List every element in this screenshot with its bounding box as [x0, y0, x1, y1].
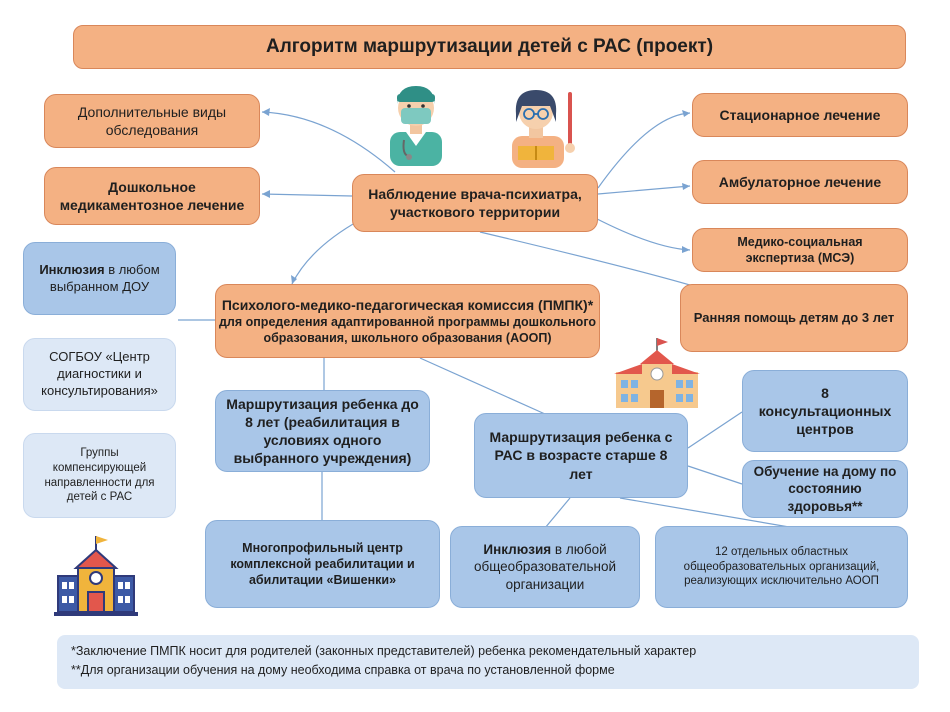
connector-over8-home [687, 465, 743, 485]
connector-center-additional [261, 111, 396, 173]
connector-center-preschool [261, 193, 353, 197]
connector-over8-inclusion [544, 497, 571, 529]
box-inpatient: Стационарное лечение [692, 93, 908, 137]
kindergarten-building-icon [54, 536, 138, 616]
school-building-icon [614, 338, 700, 408]
connector-center-early [479, 231, 701, 289]
box-rehab-center: Многопрофильный центр комплексной реабил… [205, 520, 440, 608]
box-routing-under8: Маршрутизация ребенка до 8 лет (реабилит… [215, 390, 430, 472]
box-early-help: Ранняя помощь детям до 3 лет [680, 284, 908, 352]
box-routing-over8: Маршрутизация ребенка с РАС в возрасте с… [474, 413, 688, 498]
box-consult-centers: 8 консультационных центров [742, 370, 908, 452]
box-homeschool: Обучение на дому по состоянию здоровья** [742, 460, 908, 518]
box-compensating-groups: Группы компенсирующей направленности для… [23, 433, 176, 518]
doctor-icon [390, 86, 442, 166]
connector-center-pmpk [291, 219, 361, 285]
box-additional-exams: Дополнительные виды обследования [44, 94, 260, 148]
footnote-homeschool: **Для организации обучения на дому необх… [71, 663, 615, 678]
connector-center-inpatient [597, 112, 691, 189]
footnotes: *Заключение ПМПК носит для родителей (за… [57, 635, 919, 689]
box-mse: Медико-социальная экспертиза (МСЭ) [692, 228, 908, 272]
footnote-pmpk: *Заключение ПМПК носит для родителей (за… [71, 644, 697, 658]
box-pmpk: Психолого-медико-педагогическая комиссия… [215, 284, 600, 358]
box-preschool-medication: Дошкольное медикаментозное лечение [44, 167, 260, 225]
teacher-icon [512, 90, 575, 168]
connector-over8-aoop [619, 497, 796, 529]
box-psychiatrist-observation: Наблюдение врача-психиатра, участкового … [352, 174, 598, 232]
connector-over8-consult [687, 411, 743, 449]
page-title: Алгоритм маршрутизации детей с РАС (прое… [73, 25, 906, 69]
box-outpatient: Амбулаторное лечение [692, 160, 908, 204]
box-inclusion-dou: Инклюзия в любом выбранном ДОУ [23, 242, 176, 315]
connector-pmpk-over8 [419, 357, 546, 415]
box-aoop-organizations: 12 отдельных областных общеобразовательн… [655, 526, 908, 608]
box-sogbou: СОГБОУ «Центр диагностики и консультиров… [23, 338, 176, 411]
connector-center-outpatient [597, 185, 691, 195]
box-inclusion-school: Инклюзия в любой общеобразовательной орг… [450, 526, 640, 608]
